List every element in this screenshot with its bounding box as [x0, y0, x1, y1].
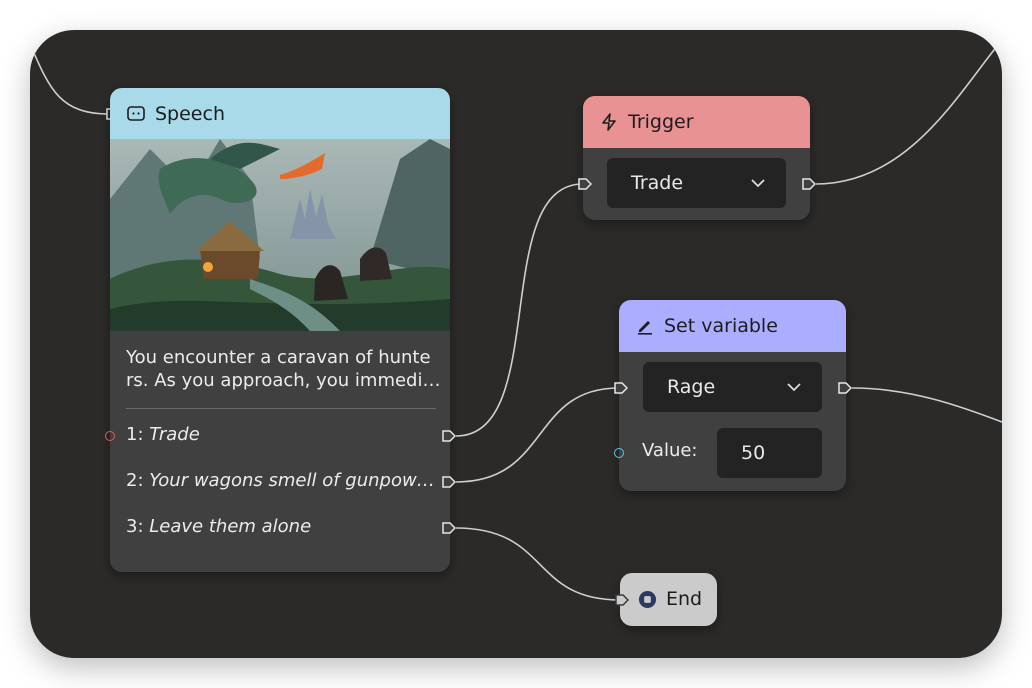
speech-text-line2: rs. As you approach, you immedi…	[126, 370, 441, 391]
set-variable-node[interactable]: Set variable Rage Value: 50	[619, 300, 846, 491]
variable-select[interactable]: Rage	[643, 362, 822, 412]
wire-trigger-out	[815, 39, 1002, 185]
set-variable-node-title: Set variable	[664, 315, 778, 337]
wire-choice2-to-setvar	[455, 387, 620, 483]
speech-node-title: Speech	[155, 102, 225, 125]
choice-3-text: 3: Leave them alone	[126, 516, 311, 537]
choice-row-1[interactable]: 1: Trade	[110, 424, 450, 448]
choice-1-label: Trade	[149, 424, 200, 445]
end-node[interactable]: End	[620, 573, 717, 626]
trigger-node-title: Trigger	[628, 111, 694, 133]
choice-1-condition-port[interactable]	[105, 431, 115, 441]
speech-divider	[126, 408, 436, 409]
trigger-node[interactable]: Trigger Trade	[583, 96, 810, 220]
choice-1-text: 1: Trade	[126, 424, 200, 445]
speech-text: You encounter a caravan of hunte rs. As …	[126, 346, 441, 392]
stop-circle-icon	[638, 590, 657, 609]
pencil-icon	[635, 316, 655, 336]
wire-choice1-to-trigger	[455, 183, 584, 437]
set-variable-input-port[interactable]	[614, 382, 628, 394]
choice-2-label: Your wagons smell of gunpow…	[149, 470, 435, 491]
wire-input-to-speech	[30, 43, 111, 115]
dragon-fantasy-illustration	[110, 139, 450, 331]
value-input-text: 50	[741, 442, 766, 464]
speech-node[interactable]: Speech You enco	[110, 88, 450, 572]
trigger-select[interactable]: Trade	[607, 158, 786, 208]
choice-3-label: Leave them alone	[149, 516, 312, 537]
set-variable-node-header[interactable]: Set variable	[619, 300, 846, 352]
choice-3-output-port[interactable]	[442, 522, 456, 534]
trigger-input-port[interactable]	[578, 178, 592, 190]
speech-node-header[interactable]: Speech	[110, 88, 450, 139]
wire-choice3-to-end	[455, 527, 621, 601]
choice-2-output-port[interactable]	[442, 476, 456, 488]
value-label: Value:	[642, 440, 698, 461]
set-variable-output-port[interactable]	[838, 382, 852, 394]
choice-row-3[interactable]: 3: Leave them alone	[110, 516, 450, 540]
value-input-port[interactable]	[614, 448, 624, 458]
graph-canvas[interactable]: Speech You enco	[30, 30, 1002, 658]
chevron-down-icon	[787, 383, 801, 392]
choice-row-2[interactable]: 2: Your wagons smell of gunpow…	[110, 470, 450, 494]
trigger-output-port[interactable]	[802, 178, 816, 190]
trigger-select-value: Trade	[631, 172, 684, 194]
choice-3-num: 3:	[126, 516, 144, 537]
value-input[interactable]: 50	[717, 428, 822, 478]
choice-1-output-port[interactable]	[442, 430, 456, 442]
variable-select-value: Rage	[667, 376, 716, 398]
end-input-port[interactable]	[615, 594, 629, 606]
chevron-down-icon	[751, 179, 765, 188]
speech-bubble-icon	[126, 104, 146, 124]
trigger-node-header[interactable]: Trigger	[583, 96, 810, 148]
choice-1-num: 1:	[126, 424, 144, 445]
choice-2-text: 2: Your wagons smell of gunpow…	[126, 470, 435, 491]
end-node-label: End	[666, 588, 703, 610]
wire-setvar-out	[851, 387, 1002, 423]
choice-2-num: 2:	[126, 470, 144, 491]
speech-text-line1: You encounter a caravan of hunte	[126, 347, 431, 368]
lightning-icon	[599, 112, 619, 132]
